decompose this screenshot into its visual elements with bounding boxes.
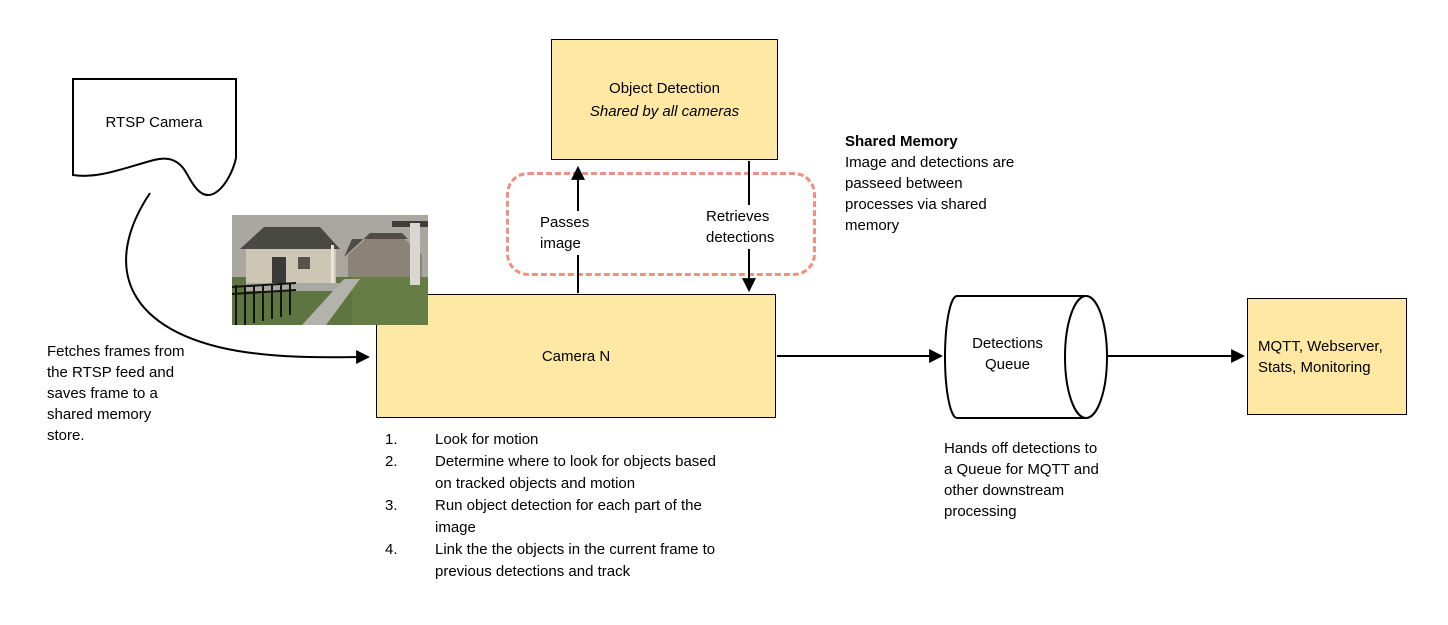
camera-step-3: Run object detection for each part of th… xyxy=(385,495,720,539)
queue-handoff-note: Hands off detections to a Queue for MQTT… xyxy=(944,440,1099,520)
camera-steps-list: Look for motion Determine where to look … xyxy=(385,429,720,583)
detections-queue-cap xyxy=(1064,295,1108,419)
shared-memory-note-body: Image and detections are passeed between… xyxy=(845,154,1015,234)
detections-queue-label: Detections Queue xyxy=(972,335,1043,373)
shared-memory-note: Shared Memory Image and detections are p… xyxy=(845,131,1027,236)
mqtt-box: MQTT, Webserver, Stats, Monitoring xyxy=(1247,298,1407,415)
camera-step-4: Link the the objects in the current fram… xyxy=(385,539,720,583)
camera-step-1: Look for motion xyxy=(385,429,720,451)
fetch-frames-note: Fetches frames from the RTSP feed and sa… xyxy=(47,343,185,444)
camera-n-box: Camera N xyxy=(376,294,776,418)
object-detection-title: Object Detection xyxy=(609,79,720,97)
retrieves-detections-label: Retrieves detections xyxy=(704,205,784,249)
camera-snapshot-image xyxy=(232,215,428,325)
step-number xyxy=(385,429,435,451)
camera-n-label: Camera N xyxy=(541,347,611,365)
step-number xyxy=(385,451,435,495)
shared-memory-note-title: Shared Memory xyxy=(845,133,958,150)
object-detection-subtitle: Shared by all cameras xyxy=(589,102,740,120)
camera-step-2: Determine where to look for objects base… xyxy=(385,451,720,495)
step-number xyxy=(385,495,435,539)
rtsp-camera-shape xyxy=(72,78,237,197)
passes-image-label: Passes image xyxy=(538,211,594,255)
camera-snapshot-scene xyxy=(232,215,428,325)
rtsp-camera-label: RTSP Camera xyxy=(105,114,203,131)
object-detection-box: Object Detection Shared by all cameras xyxy=(551,39,778,160)
mqtt-label: MQTT, Webserver, Stats, Monitoring xyxy=(1258,337,1383,376)
step-number xyxy=(385,539,435,583)
shared-memory-region xyxy=(506,172,816,276)
